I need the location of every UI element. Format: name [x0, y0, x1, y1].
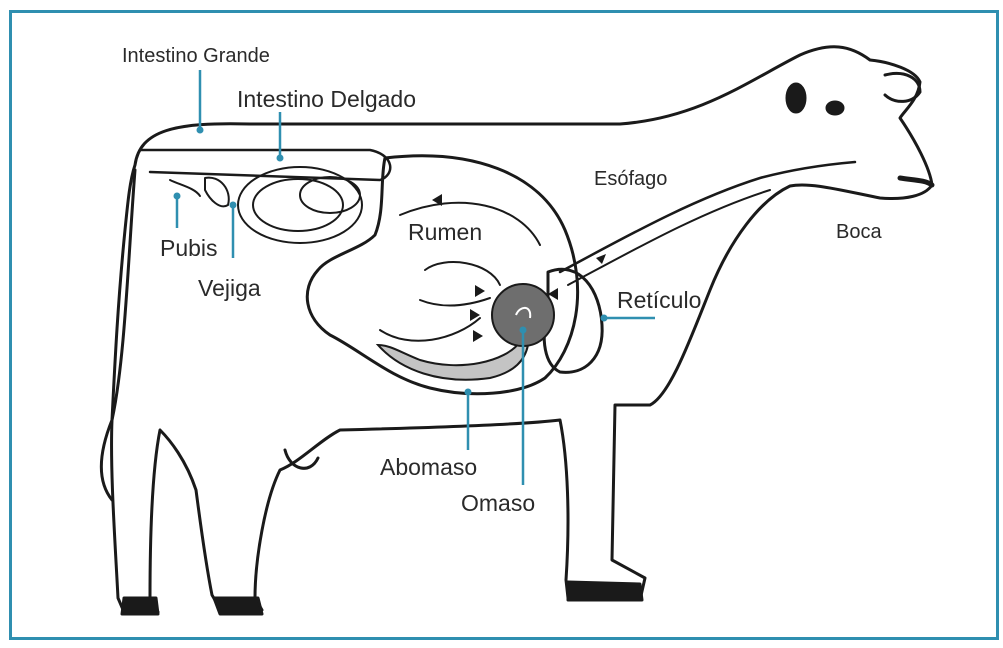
label-intestino-delgado: Intestino Delgado — [237, 88, 416, 111]
bladder — [205, 178, 229, 207]
label-intestino-grande: Intestino Grande — [122, 46, 270, 66]
label-omaso: Omaso — [461, 492, 535, 515]
label-esofago: Esófago — [594, 169, 667, 189]
abomaso-shape — [378, 342, 528, 380]
label-pubis: Pubis — [160, 237, 218, 260]
label-abomaso: Abomaso — [380, 456, 477, 479]
label-vejiga: Vejiga — [198, 277, 261, 300]
label-rumen: Rumen — [408, 221, 482, 244]
label-boca: Boca — [836, 222, 882, 242]
large-intestine — [140, 150, 390, 180]
label-reticulo: Retículo — [617, 289, 701, 312]
rumen-sac — [307, 156, 577, 394]
cow-ear — [885, 74, 920, 102]
